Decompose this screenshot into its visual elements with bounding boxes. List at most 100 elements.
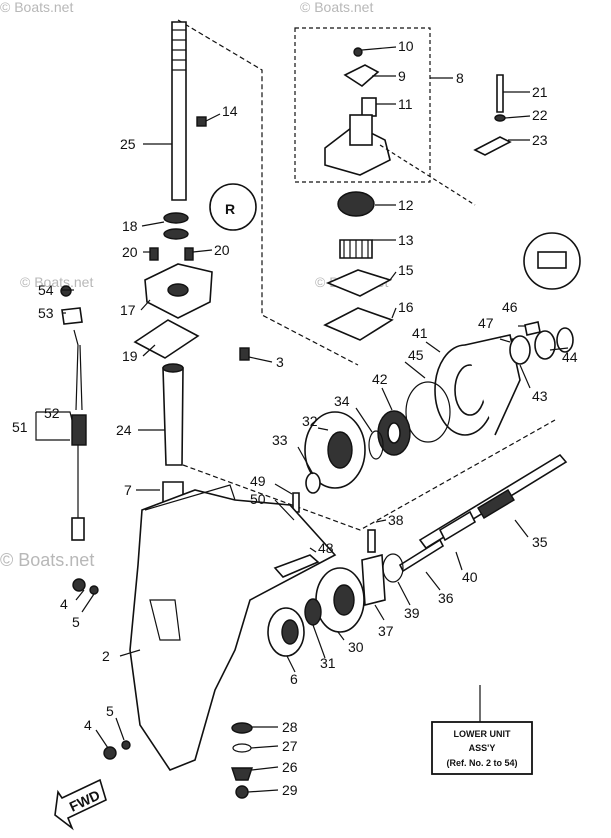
shift-rod	[73, 329, 83, 411]
seal-detail	[537, 251, 567, 269]
shift-rod-boot	[71, 414, 87, 446]
part-label: 29	[282, 782, 298, 798]
shift-rod-lever	[61, 307, 83, 325]
part-label: 45	[408, 347, 424, 363]
casing-top	[144, 484, 236, 511]
detail-callout-circle	[209, 183, 257, 231]
part-label: 37	[378, 623, 394, 639]
pump-housing-neck	[349, 114, 373, 146]
part-label: 2	[102, 648, 110, 664]
shift-rod-end	[71, 517, 85, 541]
part-label: 40	[462, 569, 478, 585]
washer-part	[494, 114, 506, 122]
bearing-part	[231, 722, 253, 734]
part-label: 43	[532, 388, 548, 404]
part-label: 22	[532, 107, 548, 123]
lower-unit-callout-box	[431, 721, 533, 775]
part-label: 16	[398, 299, 414, 315]
part-label: 10	[398, 38, 414, 54]
drive-shaft-splines	[172, 29, 186, 71]
pinion-gear	[231, 767, 253, 781]
part-label: 5	[72, 614, 80, 630]
part-label: 35	[532, 534, 548, 550]
leader-lines	[35, 46, 569, 793]
housing-bore	[167, 283, 189, 297]
part-label: 38	[388, 512, 404, 528]
washer-part	[121, 740, 131, 750]
lower-casing	[129, 489, 337, 771]
casing-window	[149, 599, 181, 641]
part-label: 27	[282, 738, 298, 754]
part-label: 28	[282, 719, 298, 735]
part-label: 31	[320, 655, 336, 671]
detail-callout-mark: R	[225, 201, 235, 217]
bolt-part	[72, 578, 86, 592]
part-label: 20	[122, 244, 138, 260]
part-label: 3	[276, 354, 284, 370]
pump-cartridge	[337, 191, 375, 217]
shim-part	[304, 598, 322, 626]
bracket-part	[473, 136, 512, 156]
watermark: © Boats.net	[0, 0, 73, 15]
forward-arrow-icon	[54, 778, 107, 831]
part-label: 49	[250, 473, 266, 489]
part-label: 17	[120, 302, 136, 318]
part-label: 14	[222, 103, 238, 119]
part-label: 23	[532, 132, 548, 148]
o-ring	[405, 381, 451, 443]
part-label: 6	[290, 671, 298, 687]
gear-hub	[333, 584, 355, 616]
part-label: 32	[302, 413, 318, 429]
part-label: 52	[44, 405, 60, 421]
part-label: 48	[318, 540, 334, 556]
part-label: 18	[122, 218, 138, 234]
part-label: 54	[38, 282, 54, 298]
part-label: 24	[116, 422, 132, 438]
screw-part	[60, 285, 72, 297]
callout-box-line1: LOWER UNIT	[454, 729, 511, 739]
shim-part	[368, 430, 384, 460]
part-label: 41	[412, 325, 428, 341]
bearing-part	[163, 212, 189, 224]
part-label: 4	[84, 717, 92, 733]
bolt-part	[292, 492, 300, 513]
part-label: 50	[250, 491, 266, 507]
bearing-bore	[387, 422, 401, 444]
part-label: 8	[456, 70, 464, 86]
bolt-part	[524, 321, 541, 336]
upper-group-outline	[177, 19, 359, 366]
oil-seal	[534, 330, 556, 360]
part-label: 46	[502, 299, 518, 315]
gear-hub	[327, 431, 353, 469]
part-label: 44	[562, 349, 578, 365]
bolt-part	[103, 746, 117, 760]
part-label: 36	[438, 590, 454, 606]
housing-gasket	[133, 319, 200, 359]
part-label: 15	[398, 262, 414, 278]
part-label: 11	[398, 96, 413, 112]
part-label: 51	[12, 419, 28, 435]
watermark: © Boats.net	[0, 550, 94, 570]
callout-box-line2: ASS'Y	[469, 743, 496, 753]
part-label: 53	[38, 305, 54, 321]
part-label: 26	[282, 759, 298, 775]
pin-part	[367, 529, 376, 553]
thrust-washer	[305, 472, 321, 494]
part-label: 4	[60, 596, 68, 612]
part-label: 21	[532, 84, 548, 100]
part-label: 39	[404, 605, 420, 621]
dowel-pin	[149, 247, 159, 261]
water-tube	[162, 367, 184, 466]
shim-part	[232, 743, 252, 753]
pin-part	[239, 347, 250, 361]
part-label: 5	[106, 703, 114, 719]
bearing-part	[163, 228, 189, 240]
part-label: 12	[398, 197, 414, 213]
part-label: 9	[398, 68, 406, 84]
part-label: 19	[122, 348, 138, 364]
ring-part	[382, 553, 404, 583]
screw-part	[353, 47, 363, 57]
part-label: 42	[372, 371, 388, 387]
oil-seal	[509, 335, 531, 365]
